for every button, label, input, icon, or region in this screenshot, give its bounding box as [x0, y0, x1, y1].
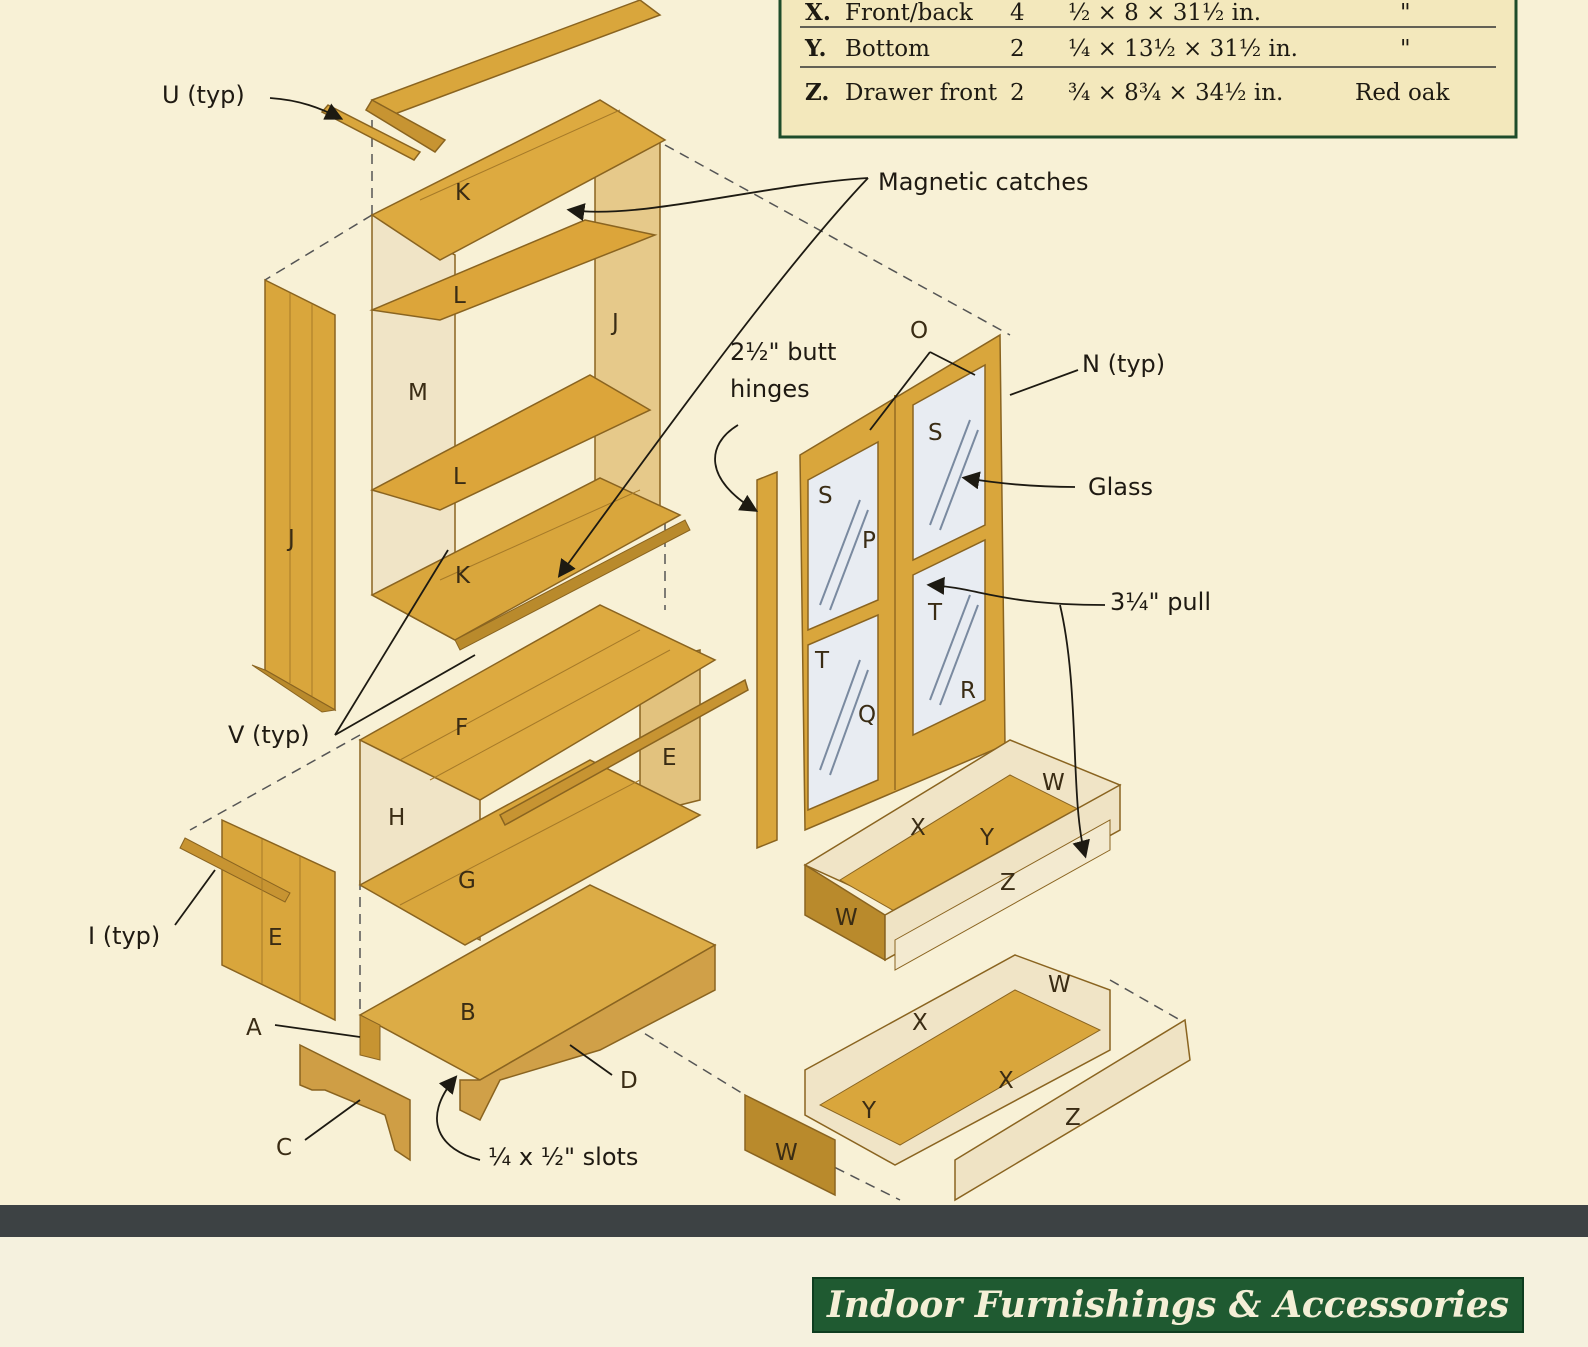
row-qty: 2	[1010, 36, 1025, 62]
callout-u-typ: U (typ)	[162, 81, 245, 109]
part-label-k-bottom: K	[455, 563, 471, 589]
part-label-b: B	[460, 1000, 476, 1026]
page-divider	[0, 1205, 1588, 1237]
lower-case	[358, 604, 749, 946]
part-label-s-right: S	[928, 420, 943, 446]
part-letters: A B C D E E F G H J J K K L L M O P Q R …	[246, 180, 1081, 1166]
callout-magnetic-catches: Magnetic catches	[878, 168, 1089, 196]
part-label-r: R	[960, 678, 976, 704]
leader-lines	[174, 97, 1106, 1161]
part-label-g: G	[458, 868, 476, 894]
exploded-cabinet-diagram: X. Front/back 4 ½ × 8 × 31½ in. " Y. Bot…	[88, 0, 1518, 1202]
table-row: Y. Bottom 2 ¼ × 13½ × 31½ in. "	[804, 35, 1411, 62]
top-molding-u	[320, 0, 662, 161]
part-label-m: M	[408, 380, 428, 406]
part-label-j-case: J	[610, 310, 619, 336]
part-label-w-4: W	[775, 1140, 798, 1166]
part-label-h: H	[388, 805, 405, 831]
row-part-name: Drawer front	[845, 80, 998, 106]
diagram-svg: X. Front/back 4 ½ × 8 × 31½ in. " Y. Bot…	[88, 0, 1518, 1202]
row-letter: Z.	[805, 79, 829, 106]
callout-slots: ¼ x ½" slots	[488, 1143, 638, 1171]
door-stile	[756, 470, 778, 850]
row-size: ¾ × 8¾ × 34½ in.	[1068, 80, 1283, 106]
part-label-e-panel: E	[268, 925, 283, 951]
part-label-j-panel: J	[286, 526, 295, 552]
part-label-c: C	[276, 1135, 292, 1161]
part-label-f: F	[455, 715, 468, 741]
base-b	[299, 884, 717, 1162]
part-label-p: P	[862, 528, 876, 554]
part-label-x-1: X	[910, 815, 926, 841]
part-label-x-2: X	[912, 1010, 928, 1036]
part-label-z-1: Z	[1000, 870, 1016, 896]
side-panel-e	[179, 818, 336, 1022]
row-size: ½ × 8 × 31½ in.	[1068, 0, 1261, 26]
upper-drawer	[803, 739, 1122, 971]
row-part-name: Bottom	[845, 36, 930, 62]
callout-i-typ: I (typ)	[88, 922, 160, 950]
row-material: "	[1400, 36, 1411, 62]
part-label-e-case: E	[662, 745, 677, 771]
part-label-l-bottom: L	[453, 464, 466, 490]
part-label-x-3: X	[998, 1068, 1014, 1094]
callout-butt-hinges-line1: 2½" butt	[730, 338, 836, 366]
part-label-s-left: S	[818, 483, 833, 509]
row-qty: 2	[1010, 80, 1025, 106]
callout-n-typ: N (typ)	[1082, 350, 1165, 378]
callout-pull: 3¼" pull	[1110, 588, 1211, 616]
part-label-o: O	[910, 318, 928, 344]
table-row: Z. Drawer front 2 ¾ × 8¾ × 34½ in. Red o…	[805, 79, 1451, 106]
row-qty: 4	[1010, 0, 1025, 26]
callout-v-typ: V (typ)	[228, 721, 310, 749]
upper-case	[369, 99, 691, 651]
part-label-k-top: K	[455, 180, 471, 206]
table-row: X. Front/back 4 ½ × 8 × 31½ in. "	[805, 0, 1411, 26]
part-label-w-2: W	[835, 905, 858, 931]
part-label-w-1: W	[1042, 770, 1065, 796]
part-label-q: Q	[858, 702, 876, 728]
side-panel-j	[251, 278, 337, 713]
part-label-a: A	[246, 1015, 262, 1041]
part-label-d: D	[620, 1068, 638, 1094]
part-label-z-2: Z	[1065, 1105, 1081, 1131]
row-material: Red oak	[1355, 80, 1451, 106]
lower-drawer	[744, 954, 1191, 1202]
part-label-t-right: T	[927, 600, 943, 626]
part-label-l-top: L	[453, 283, 466, 309]
row-size: ¼ × 13½ × 31½ in.	[1068, 36, 1298, 62]
row-part-name: Front/back	[845, 0, 974, 26]
callout-butt-hinges-line2: hinges	[730, 375, 810, 403]
callout-glass: Glass	[1088, 473, 1153, 501]
glass-doors	[799, 333, 1006, 832]
row-material: "	[1400, 0, 1411, 26]
part-label-t-left: T	[814, 648, 830, 674]
row-letter: Y.	[804, 35, 826, 62]
part-label-y-2: Y	[861, 1098, 877, 1124]
row-letter: X.	[805, 0, 831, 26]
part-label-y-1: Y	[979, 825, 995, 851]
parts-table: X. Front/back 4 ½ × 8 × 31½ in. " Y. Bot…	[778, 0, 1518, 139]
section-title-banner: Indoor Furnishings & Accessories	[812, 1277, 1524, 1333]
part-label-w-3: W	[1048, 972, 1071, 998]
